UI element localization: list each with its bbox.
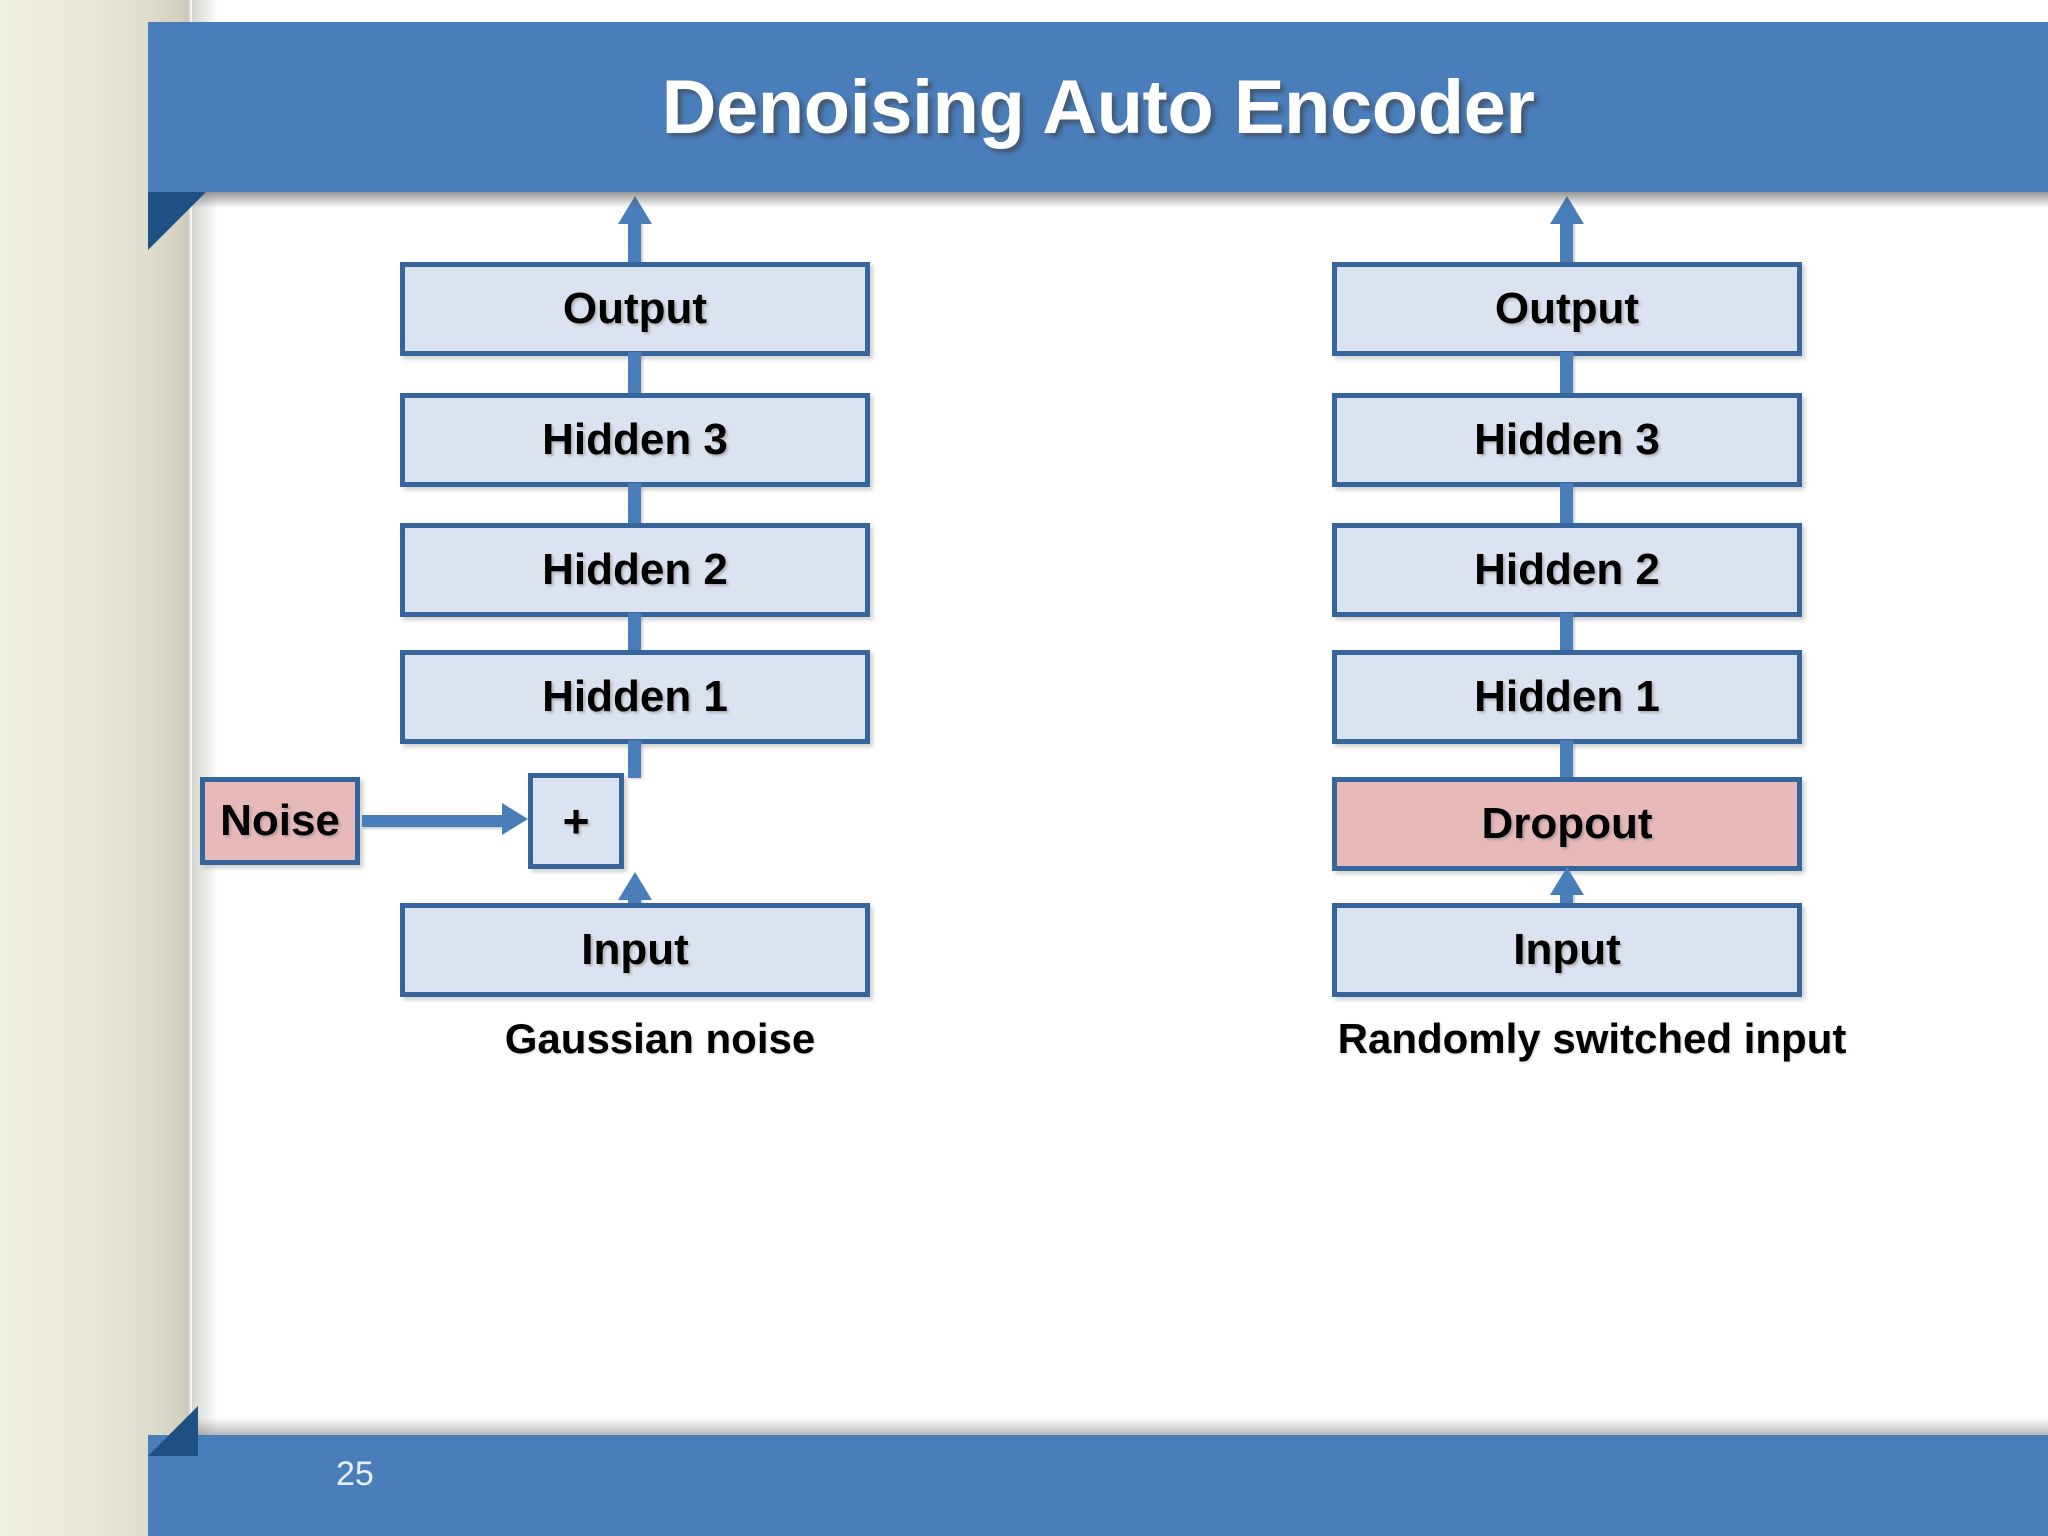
connector-hidden2-hidden1	[628, 613, 641, 655]
slide-content-panel	[192, 0, 2048, 1536]
title-banner-shadow	[148, 192, 2048, 208]
node-hidden-3[interactable]: Hidden 3	[1332, 393, 1802, 487]
connector-hidden3-hidden2	[628, 483, 641, 528]
node-hidden-2[interactable]: Hidden 2	[1332, 523, 1802, 617]
node-hidden-2[interactable]: Hidden 2	[400, 523, 870, 617]
footer-fold-triangle-icon	[148, 1406, 198, 1456]
footer-bar	[148, 1435, 2048, 1536]
connector-output-hidden3	[1560, 352, 1573, 398]
node-noise[interactable]: Noise	[200, 777, 360, 865]
connector-plus-hidden1	[628, 740, 641, 778]
noise-to-plus-arrow-head-icon	[502, 803, 528, 835]
input-to-plus-arrow-head-icon	[618, 872, 652, 900]
page-title: Denoising Auto Encoder	[661, 64, 1535, 150]
node-hidden-1[interactable]: Hidden 1	[1332, 650, 1802, 744]
title-fold-triangle-icon	[148, 192, 206, 250]
node-hidden-3[interactable]: Hidden 3	[400, 393, 870, 487]
connector-dropout-hidden1	[1560, 740, 1573, 778]
column-caption-randomly-switched-input: Randomly switched input	[1337, 1015, 1847, 1062]
node-sum-combiner[interactable]: +	[528, 773, 624, 869]
node-input[interactable]: Input	[400, 903, 870, 997]
output-arrow-shaft	[628, 222, 641, 266]
node-output[interactable]: Output	[1332, 262, 1802, 356]
node-hidden-1[interactable]: Hidden 1	[400, 650, 870, 744]
node-dropout[interactable]: Dropout	[1332, 777, 1802, 871]
title-banner	[148, 22, 2048, 192]
connector-output-hidden3	[628, 352, 641, 398]
page-number: 25	[336, 1455, 374, 1493]
diagram-canvas: Output Hidden 3 Hidden 2 Hidden 1 Noise …	[192, 196, 2048, 1430]
diagram-column-gaussian-noise: Output Hidden 3 Hidden 2 Hidden 1 Noise …	[200, 196, 1040, 1430]
column-caption-gaussian-noise: Gaussian noise	[504, 1015, 816, 1062]
node-input[interactable]: Input	[1332, 903, 1802, 997]
input-to-dropout-arrow-head-icon	[1550, 867, 1584, 895]
connector-hidden2-hidden1	[1560, 613, 1573, 655]
panel-left-shading	[192, 0, 218, 1536]
node-output[interactable]: Output	[400, 262, 870, 356]
noise-to-plus-arrow-shaft	[362, 815, 504, 827]
footer-shadow	[192, 1418, 2048, 1436]
diagram-column-randomly-switched-input: Output Hidden 3 Hidden 2 Hidden 1 Dropou…	[1212, 196, 1972, 1430]
connector-hidden3-hidden2	[1560, 483, 1573, 528]
output-arrow-shaft	[1560, 222, 1573, 266]
